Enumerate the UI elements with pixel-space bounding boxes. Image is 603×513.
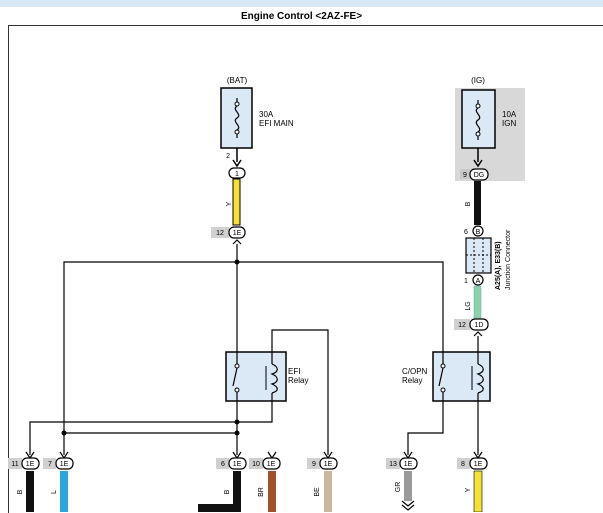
chevron-down-icon xyxy=(232,159,242,168)
pin-label: 11 xyxy=(11,461,18,468)
ign-fuse-name: IGN xyxy=(502,119,516,128)
copn-relay-label: C/OPN xyxy=(402,367,428,376)
fuse-symbol-icon xyxy=(475,107,481,133)
relay-coil-icon xyxy=(270,363,278,394)
wire-y xyxy=(473,470,483,512)
wire-label: Y xyxy=(226,201,233,206)
diagram-frame xyxy=(8,25,603,513)
connector-label: 1E xyxy=(26,461,35,468)
ig-label: (IG) xyxy=(471,76,485,85)
pin-label: 9 xyxy=(312,461,316,468)
page-title: Engine Control <2AZ-FE> xyxy=(240,11,363,22)
top-bar xyxy=(0,0,603,7)
connector-label: 1E xyxy=(60,461,69,468)
connector-b xyxy=(472,225,484,237)
pin-label: 13 xyxy=(389,461,397,468)
pin-tab xyxy=(454,319,470,330)
wire-label: L xyxy=(51,490,58,494)
pin-label: 8 xyxy=(461,461,465,468)
junction-dot xyxy=(234,430,240,436)
bottom-connector-7: 7 1E L xyxy=(43,451,74,512)
chevron-down-icon xyxy=(267,451,277,460)
connector-label: 1E xyxy=(474,461,483,468)
chevron-up-icon xyxy=(232,239,242,245)
connector-label: 1E xyxy=(233,461,242,468)
wire-b-top xyxy=(474,181,481,225)
wire-label: B xyxy=(224,489,231,494)
double-chevron-down-icon xyxy=(401,500,415,511)
wire-b xyxy=(26,471,34,512)
bottom-connector-9: 9 1E BE xyxy=(307,451,338,512)
pin-tab xyxy=(211,227,229,238)
copn-relay-label: Relay xyxy=(402,376,422,385)
connector-label: B xyxy=(476,229,481,236)
wire-label: GR xyxy=(395,482,402,493)
connector-label: 1 xyxy=(235,171,239,178)
wire-y-top xyxy=(232,178,241,226)
pin-label: 12 xyxy=(458,322,466,329)
bottom-connector-13: 13 1E GR xyxy=(386,451,418,511)
wire-br xyxy=(268,471,276,512)
efi-relay-label: EFI xyxy=(288,367,300,376)
bottom-connector-10: 10 1E BR xyxy=(249,451,281,512)
relay-coil-icon xyxy=(476,363,484,394)
wire-label: BR xyxy=(258,487,265,497)
pin-label: 1 xyxy=(464,278,468,285)
connector-label: 1E xyxy=(404,461,413,468)
pin-label: 6 xyxy=(221,461,225,468)
bottom-connector-6: 6 1E B xyxy=(198,451,247,512)
pin-label: 9 xyxy=(463,172,467,179)
pin-label: 10 xyxy=(252,461,260,468)
bat-label: (BAT) xyxy=(227,76,248,85)
wire-be xyxy=(324,471,332,512)
junction-dot xyxy=(234,419,240,425)
connector-1d xyxy=(469,318,489,331)
relay-switch-icon xyxy=(232,367,238,387)
connector-dg xyxy=(469,168,489,181)
wire-lg xyxy=(473,285,482,319)
bottom-connector-11: 11 1E B xyxy=(8,451,40,512)
wire-b xyxy=(198,471,241,512)
wire-label: LG xyxy=(465,301,472,310)
connector-label: A xyxy=(476,278,481,285)
efi-relay-label: Relay xyxy=(288,376,308,385)
wire-label: B xyxy=(17,489,24,494)
relay-switch-icon xyxy=(438,367,444,387)
junction-dot xyxy=(234,259,240,265)
wire-label: Y xyxy=(465,487,472,492)
wire-label: B xyxy=(465,201,472,206)
pin-label: 7 xyxy=(48,461,52,468)
chevron-up-icon xyxy=(473,331,483,337)
junction-name: Junction Connector xyxy=(505,229,512,290)
bottom-connector-8: 8 1E Y xyxy=(457,451,488,512)
wire-l xyxy=(60,471,68,512)
fuse-symbol-icon xyxy=(234,105,240,131)
connector-label: 1E xyxy=(324,461,333,468)
connector-a xyxy=(472,274,484,286)
pin-label: 6 xyxy=(464,229,468,236)
junction-dot xyxy=(61,430,67,436)
pin-label: 2 xyxy=(226,153,230,160)
pin-label: 12 xyxy=(216,230,224,237)
connector-label: 1D xyxy=(475,322,484,329)
wire-gr xyxy=(404,471,412,501)
wire-label: BE xyxy=(314,487,321,497)
chevron-down-icon xyxy=(473,159,483,168)
connector-label: 1E xyxy=(267,461,276,468)
wiring-lines xyxy=(29,244,479,455)
efi-fuse-name: EFI MAIN xyxy=(259,119,294,128)
connector-label: DG xyxy=(474,172,485,179)
connector-1 xyxy=(228,167,246,179)
efi-fuse-rating: 30A xyxy=(259,110,274,119)
ign-fuse-rating: 10A xyxy=(502,110,517,119)
connector-1e xyxy=(228,226,246,239)
connector-label: 1E xyxy=(233,230,242,237)
junction-id: A25(A), E33(B) xyxy=(495,241,502,290)
